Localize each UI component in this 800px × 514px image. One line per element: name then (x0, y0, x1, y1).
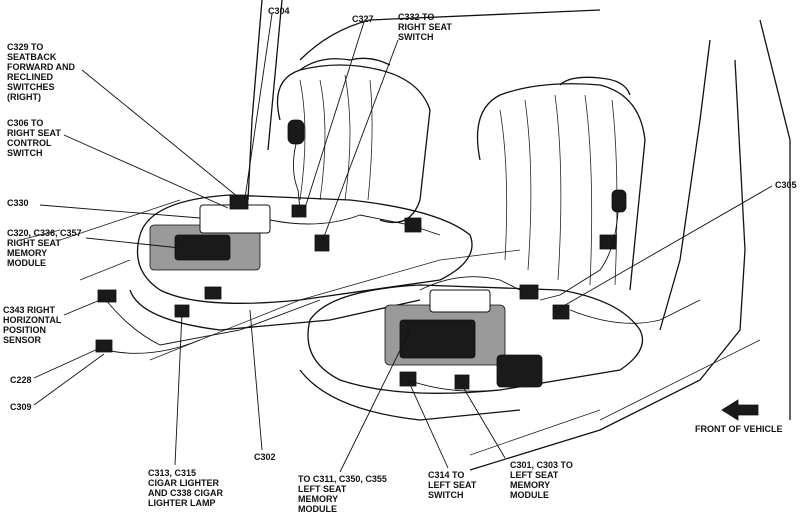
label-c332: C332 TO RIGHT SEAT SWITCH (398, 12, 452, 42)
label-c314: C314 TO LEFT SEAT SWITCH (428, 470, 477, 500)
label-c343: C343 RIGHT HORIZONTAL POSITION SENSOR (3, 305, 62, 345)
vehicle-body-outline (19, 0, 791, 471)
left-seat-harness (384, 189, 701, 392)
front-arrow-icon (721, 399, 759, 421)
label-c302: C302 (254, 452, 276, 462)
label-c311: TO C311, C350, C355 LEFT SEAT MEMORY MOD… (298, 474, 387, 514)
label-c306: C306 TO RIGHT SEAT CONTROL SWITCH (7, 118, 61, 158)
left-seat (299, 76, 646, 421)
label-c309: C309 (10, 402, 32, 412)
label-c329: C329 TO SEATBACK FORWARD AND RECLINED SW… (7, 42, 75, 102)
label-front-of-vehicle: FRONT OF VEHICLE (695, 424, 783, 434)
label-c330: C330 (7, 198, 29, 208)
label-c313: C313, C315 CIGAR LIGHTER AND C338 CIGAR … (148, 468, 224, 508)
right-seat (129, 57, 473, 331)
label-c304: C304 (268, 6, 290, 16)
label-c301: C301, C303 TO LEFT SEAT MEMORY MODULE (510, 460, 573, 500)
label-c320: C320, C336, C357 RIGHT SEAT MEMORY MODUL… (7, 228, 82, 268)
label-c228: C228 (10, 375, 32, 385)
right-seat-harness (95, 119, 441, 354)
label-c305: C305 (775, 180, 797, 190)
label-c327: C327 (352, 14, 374, 24)
leader-lines (33, 13, 773, 473)
